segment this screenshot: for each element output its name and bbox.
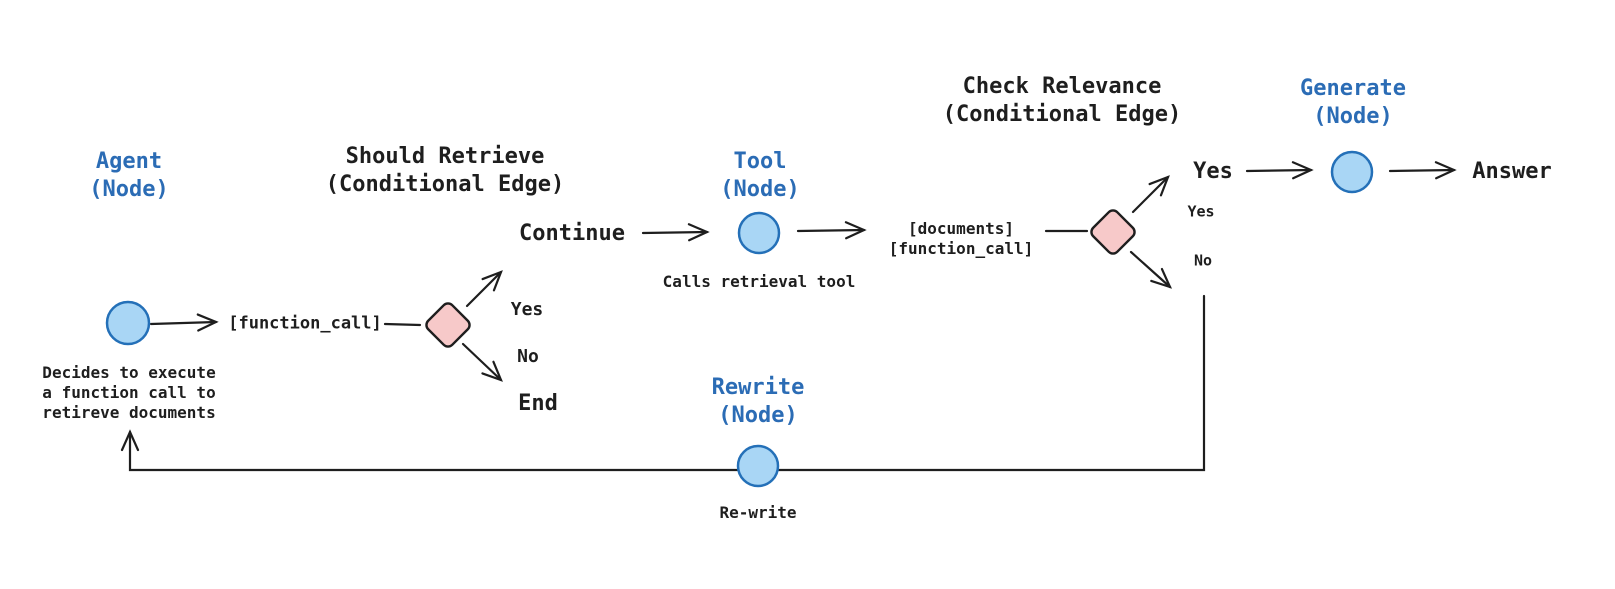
agent-node-label: Agent (Node) xyxy=(89,149,169,202)
should-retrieve-label: Should Retrieve (Conditional Edge) xyxy=(325,144,565,197)
rewrite-node-circle xyxy=(736,444,780,488)
function-call-to-diamond-line xyxy=(383,322,422,327)
answer-label: Answer xyxy=(1472,159,1552,184)
yes-to-generate-arrow xyxy=(1245,161,1314,180)
should-retrieve-no-arrow xyxy=(461,342,503,382)
check-relevance-no-label: No xyxy=(1193,251,1213,270)
should-retrieve-diamond xyxy=(425,302,471,348)
continue-to-tool-arrow xyxy=(641,223,710,242)
generate-to-answer-arrow xyxy=(1388,161,1457,180)
generate-node-circle xyxy=(1330,150,1374,194)
rewrite-node-label: Rewrite (Node) xyxy=(711,375,805,428)
check-relevance-yes-arrow xyxy=(1131,175,1170,214)
rewrite-loop-arrow xyxy=(120,294,1206,472)
check-relevance-yes-label: Yes xyxy=(1187,202,1215,221)
should-retrieve-yes-label: Yes xyxy=(510,298,544,320)
agent-node-circle xyxy=(105,300,151,346)
agent-description: Decides to execute a function call to re… xyxy=(42,363,216,422)
tool-node-label: Tool (Node) xyxy=(720,149,800,202)
check-relevance-diamond xyxy=(1090,209,1136,255)
check-relevance-no-arrow xyxy=(1129,250,1173,289)
should-retrieve-yes-arrow xyxy=(465,270,503,308)
function-call-state-label: [function_call] xyxy=(228,313,382,334)
tool-node-circle xyxy=(737,211,781,255)
should-retrieve-no-label: No xyxy=(517,345,539,367)
tool-description: Calls retrieval tool xyxy=(662,272,856,291)
rewrite-action-label: Re-write xyxy=(719,503,797,522)
documents-state-label: [documents] [function_call] xyxy=(888,219,1034,258)
continue-label: Continue xyxy=(519,221,625,246)
end-label: End xyxy=(518,391,558,416)
generate-node-label: Generate (Node) xyxy=(1300,76,1406,129)
tool-to-documents-arrow xyxy=(796,221,867,240)
check-relevance-yes-target-label: Yes xyxy=(1193,159,1233,184)
check-relevance-label: Check Relevance (Conditional Edge) xyxy=(942,74,1182,127)
agent-to-function-call-arrow xyxy=(149,313,219,332)
